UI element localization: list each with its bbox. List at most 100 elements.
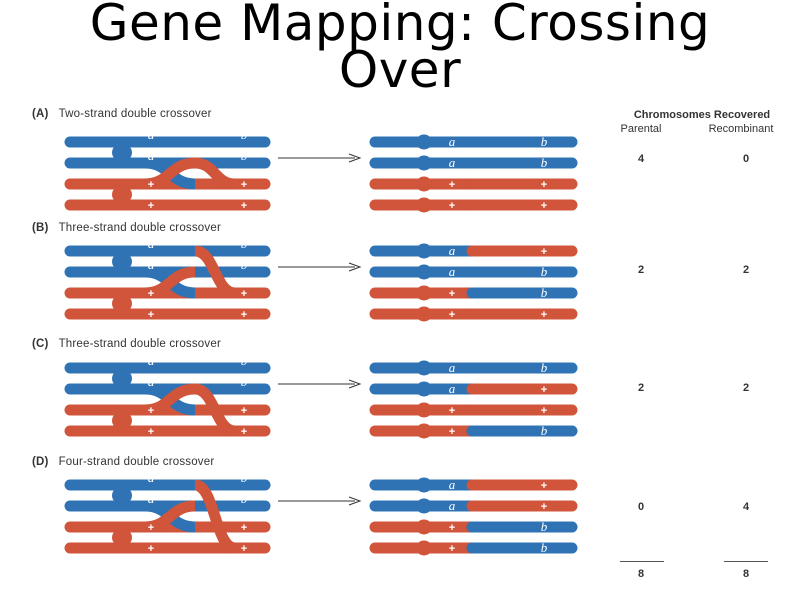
allele-label-right: + <box>241 522 247 534</box>
table-header: Chromosomes Recovered <box>633 109 771 121</box>
recombinant-count-b: 2 <box>742 264 750 276</box>
allele-label-right: b <box>241 470 248 485</box>
centromere <box>416 402 432 418</box>
allele-label-right: + <box>541 480 547 492</box>
allele-label-right: + <box>541 384 547 396</box>
centromere <box>416 197 432 213</box>
allele-label-left: + <box>449 405 455 417</box>
arrow-head <box>348 496 362 506</box>
panel-heading-b: (B)Three-strand double crossover <box>32 222 221 234</box>
allele-label-right: b <box>541 540 548 555</box>
crossover-chiasma <box>144 266 196 299</box>
allele-label-left: + <box>449 179 455 191</box>
panel-heading-d: (D) Four-strand double crossover <box>32 456 214 468</box>
centromere <box>416 477 432 493</box>
allele-label-right: b <box>241 127 248 142</box>
allele-label-left: a <box>449 264 456 279</box>
allele-label-left: + <box>449 288 455 300</box>
allele-label-left: a <box>148 236 155 251</box>
allele-label-left: + <box>449 309 455 321</box>
crossover-chiasma <box>194 157 236 190</box>
centromere <box>112 252 132 271</box>
total-rule-recombinant <box>724 561 768 562</box>
column-header-recombinant: Recombinant <box>708 123 774 135</box>
centromere <box>416 519 432 535</box>
allele-label-left: a <box>148 148 155 163</box>
centromere <box>416 155 432 171</box>
centromere <box>112 528 132 547</box>
allele-label-left: a <box>148 491 155 506</box>
allele-label-left: + <box>148 426 154 438</box>
allele-label-right: + <box>541 309 547 321</box>
allele-label-right: + <box>541 179 547 191</box>
allele-label-left: + <box>148 405 154 417</box>
allele-label-left: a <box>148 470 155 485</box>
parental-count-d: 0 <box>637 501 645 513</box>
panel-label: Three-strand double crossover <box>58 338 221 350</box>
allele-label-left: + <box>148 309 154 321</box>
allele-label-right: b <box>541 423 548 438</box>
centromere <box>112 143 132 162</box>
allele-label-right: b <box>241 491 248 506</box>
panel-letter: (A) <box>32 108 49 120</box>
allele-label-left: a <box>449 498 456 513</box>
allele-label-right: b <box>241 236 248 251</box>
allele-label-left: + <box>449 426 455 438</box>
centromere <box>416 243 432 259</box>
panel-letter: (C) <box>32 338 49 350</box>
panel-letter: (B) <box>32 222 49 234</box>
centromere <box>416 306 432 322</box>
crossover-chiasma <box>193 383 237 437</box>
centromere <box>416 134 432 150</box>
allele-label-right: + <box>241 200 247 212</box>
allele-label-right: b <box>241 257 248 272</box>
allele-label-left: a <box>449 155 456 170</box>
allele-label-right: + <box>541 200 547 212</box>
allele-label-left: + <box>148 288 154 300</box>
parental-total: 8 <box>637 568 645 580</box>
parental-count-c: 2 <box>637 382 645 394</box>
centromere <box>416 360 432 376</box>
total-rule-parental <box>620 561 664 562</box>
panel-heading-c: (C) Three-strand double crossover <box>32 338 221 350</box>
arrow-head <box>348 153 362 163</box>
panel-heading-a: (A)Two-strand double crossover <box>32 108 212 120</box>
centromere <box>112 294 132 313</box>
allele-label-left: a <box>148 257 155 272</box>
recombinant-count-c: 2 <box>742 382 750 394</box>
centromere <box>416 381 432 397</box>
crossover-chiasma <box>144 500 196 533</box>
page-title: Gene Mapping: Crossing Over <box>0 0 800 99</box>
panel-letter: (D) <box>32 456 49 468</box>
allele-label-left: a <box>449 381 456 396</box>
crossover-chiasma <box>144 383 196 416</box>
allele-label-left: + <box>449 200 455 212</box>
allele-label-right: b <box>541 519 548 534</box>
recombinant-count-d: 4 <box>742 501 750 513</box>
title-line-2: Over <box>338 41 462 99</box>
centromere <box>112 411 132 430</box>
allele-label-left: a <box>148 127 155 142</box>
allele-label-left: + <box>148 543 154 555</box>
allele-label-right: + <box>541 501 547 513</box>
panel-label: Four-strand double crossover <box>58 456 215 468</box>
allele-label-right: b <box>541 285 548 300</box>
centromere <box>416 498 432 514</box>
allele-label-left: + <box>148 522 154 534</box>
allele-label-left: + <box>449 522 455 534</box>
allele-label-left: + <box>449 543 455 555</box>
allele-label-left: + <box>148 179 154 191</box>
title-line-1: Gene Mapping: Crossing <box>89 0 711 52</box>
centromere <box>112 185 132 204</box>
crossover-chiasma <box>144 157 196 190</box>
allele-label-right: + <box>241 309 247 321</box>
allele-label-right: + <box>241 179 247 191</box>
centromere <box>416 285 432 301</box>
allele-label-right: + <box>541 246 547 258</box>
allele-label-left: a <box>148 353 155 368</box>
centromere <box>416 423 432 439</box>
allele-label-right: b <box>241 374 248 389</box>
allele-label-right: + <box>241 543 247 555</box>
allele-label-left: a <box>449 134 456 149</box>
allele-label-right: + <box>241 405 247 417</box>
